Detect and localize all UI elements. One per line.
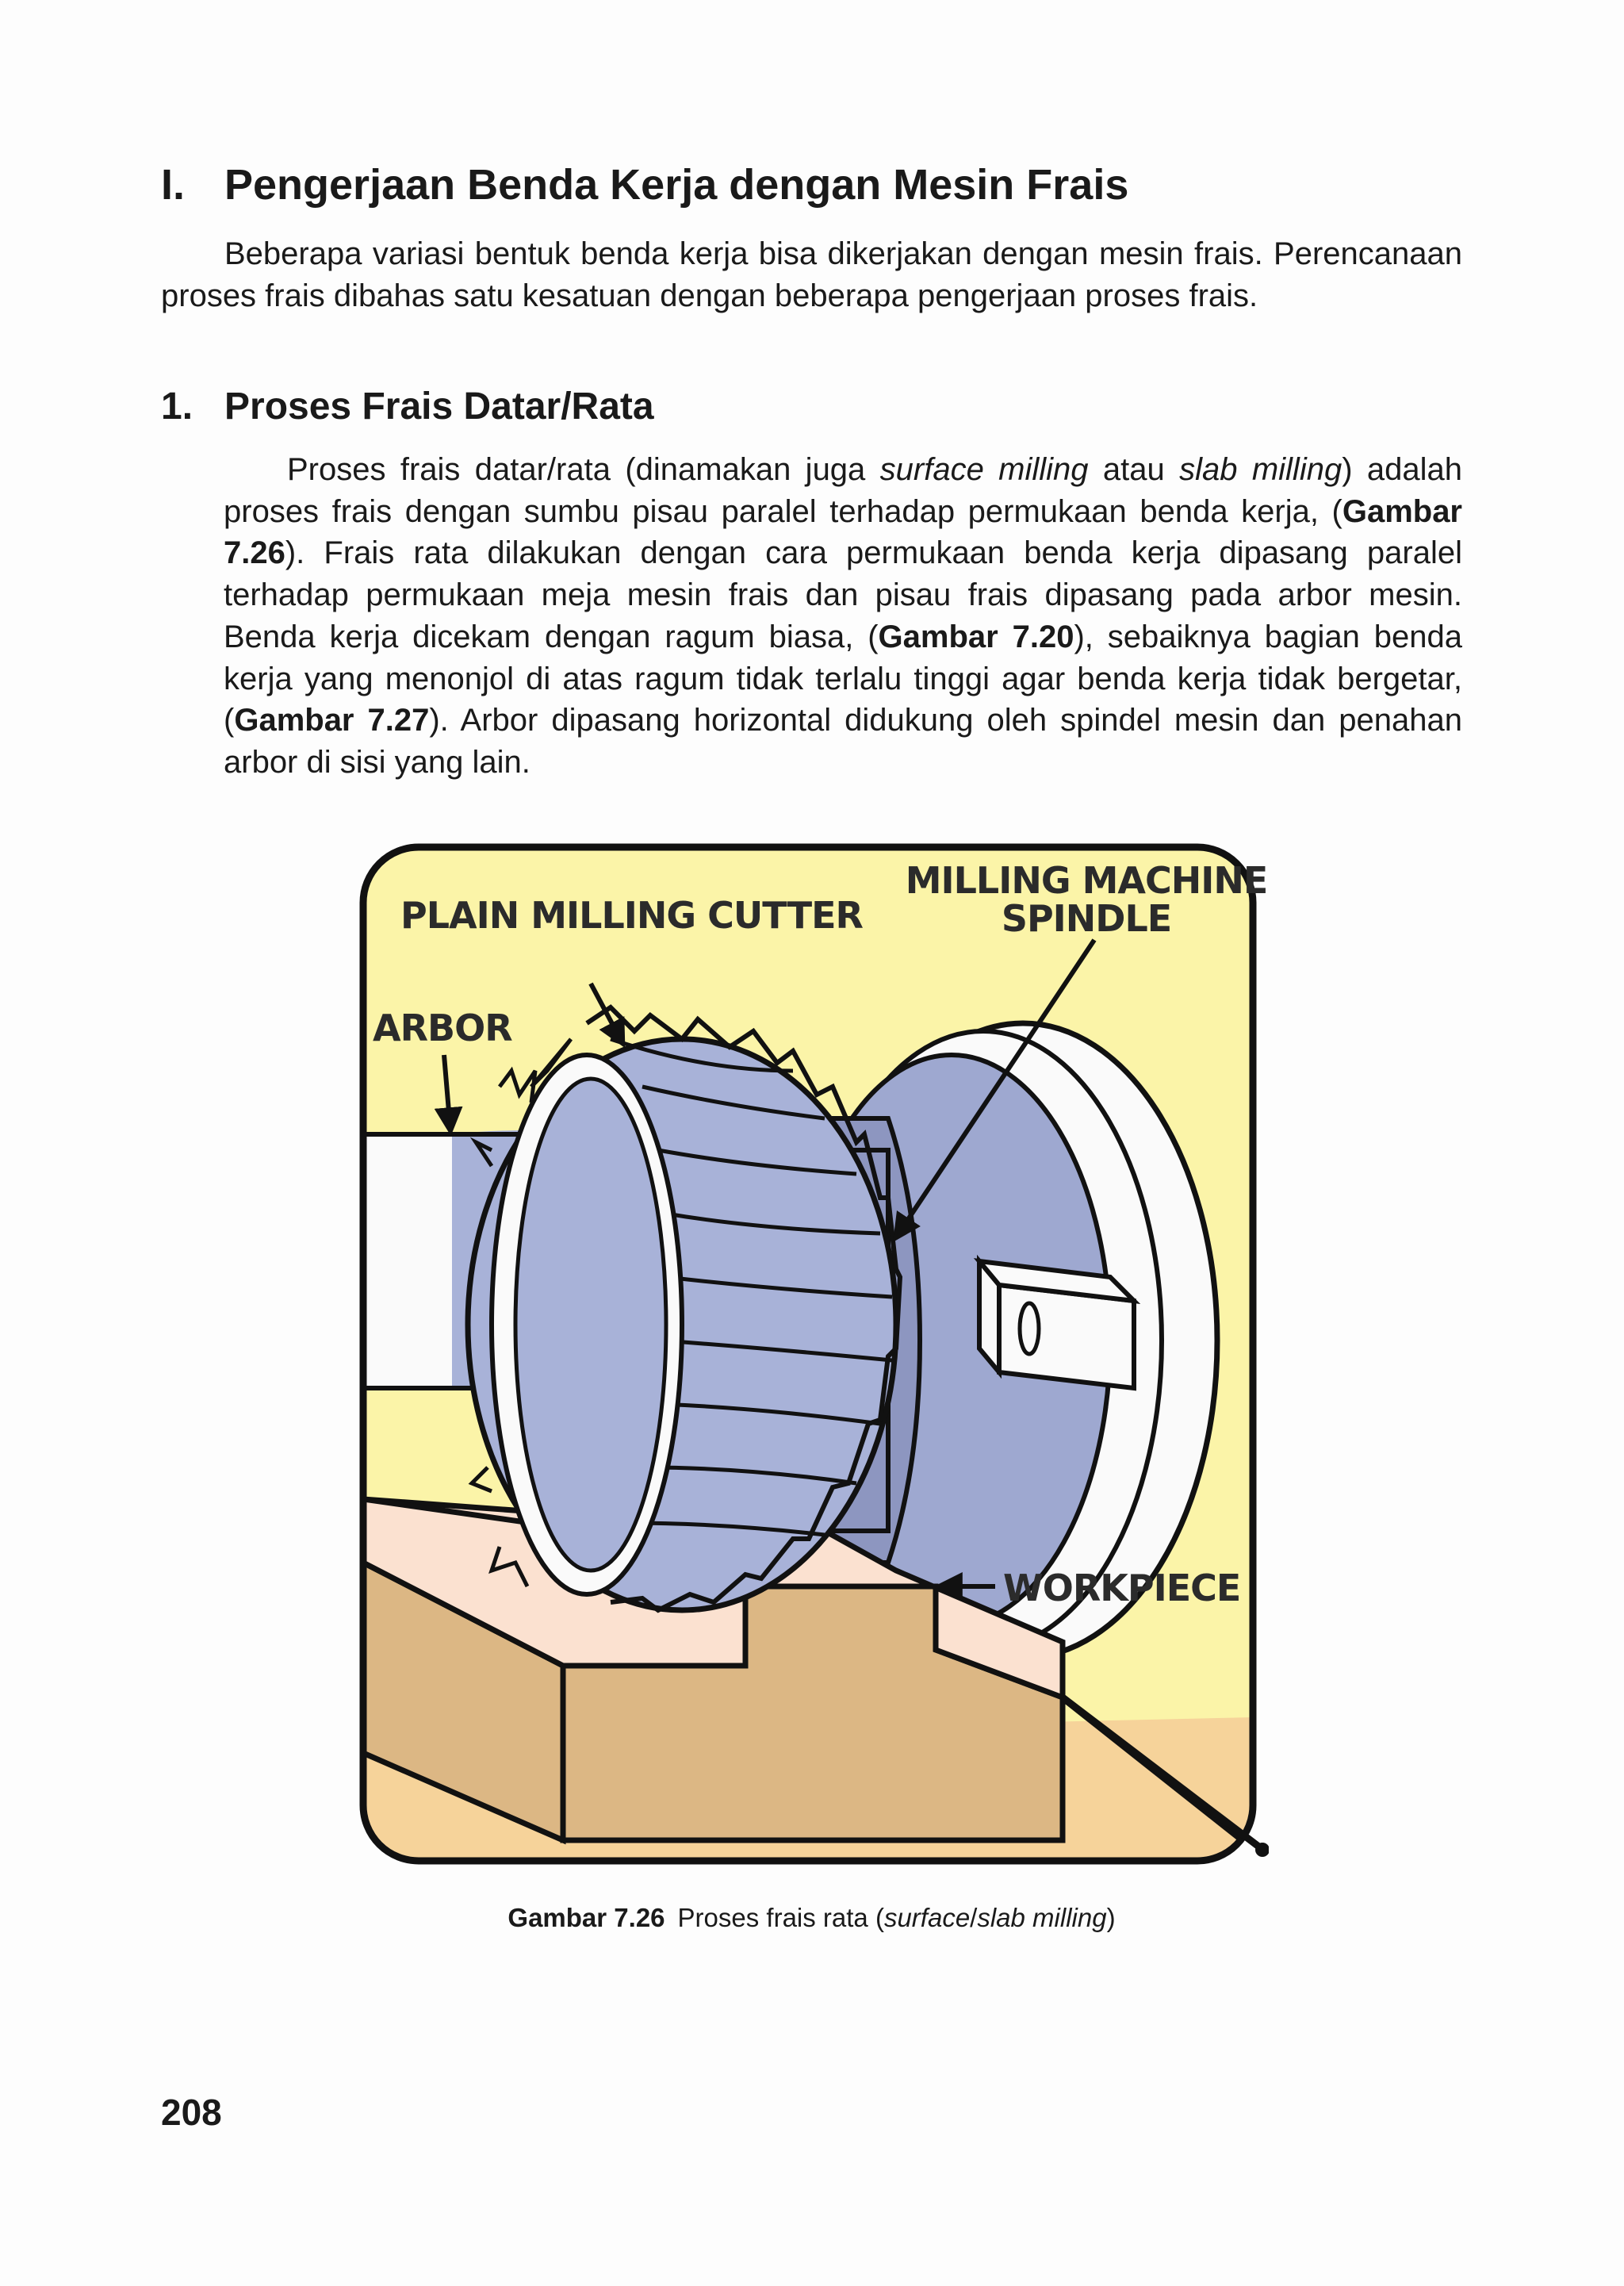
table-edge-dot <box>1255 1843 1269 1857</box>
drive-key <box>973 1254 1141 1391</box>
caption-text: Proses frais rata ( <box>677 1903 884 1932</box>
caption-text: / <box>970 1903 978 1932</box>
section-heading: I. Pengerjaan Benda Kerja dengan Mesin Fr… <box>161 155 1461 214</box>
label-plain-milling-cutter: PLAIN MILLING CUTTER <box>400 894 863 937</box>
caption-term: surface <box>883 1903 971 1932</box>
figure-caption: Gambar 7.26 Proses frais rata (surface/sl… <box>161 1901 1462 1935</box>
plain-milling-cutter <box>465 1004 903 1613</box>
page-number: 208 <box>161 2092 222 2133</box>
section-title: Pengerjaan Benda Kerja dengan Mesin Frai… <box>224 161 1129 209</box>
label-spindle-line2: SPINDLE <box>1002 897 1171 940</box>
term-surface-milling: surface milling <box>879 452 1089 487</box>
figure-milling-illustration: PLAIN MILLING CUTTER ARBOR MILLING MACHI… <box>349 833 1269 1880</box>
subsection-number: 1. <box>161 385 193 428</box>
body-paragraph: Proses frais datar/rata (dinamakan juga … <box>224 449 1462 784</box>
subsection-title: Proses Frais Datar/Rata <box>224 385 654 428</box>
paragraph-text: ), sebaiknya bagian benda kerja yang men… <box>224 619 1463 738</box>
milling-illustration: PLAIN MILLING CUTTER ARBOR MILLING MACHI… <box>359 843 1269 1865</box>
figure-frame <box>359 843 1257 1865</box>
paragraph-text: atau <box>1088 452 1180 487</box>
paragraph-text: Proses frais datar/rata (dinamakan juga <box>287 452 880 487</box>
term-slab-milling: slab milling <box>1179 452 1342 487</box>
paragraph-text: ). Arbor dipasang horizontal didukung ol… <box>224 703 1462 780</box>
label-spindle-line1: MILLING MACHINE <box>906 859 1268 902</box>
intro-paragraph: Beberapa variasi bentuk benda kerja bisa… <box>161 236 1462 313</box>
caption-label: Gambar 7.26 <box>508 1903 665 1932</box>
caption-text: ) <box>1106 1903 1116 1932</box>
paragraph-text: ) adalah proses frais dengan sumbu pisau… <box>224 452 1462 529</box>
figure-reference: Gambar 7.20 <box>878 619 1074 654</box>
spindle-arrow <box>893 938 1097 1242</box>
subsection-heading: 1. Proses Frais Datar/Rata <box>161 381 1461 433</box>
label-arbor: ARBOR <box>373 1007 512 1049</box>
cutter-arrow <box>588 982 626 1049</box>
figure-reference: Gambar 7.27 <box>234 703 430 738</box>
arbor-arrow <box>434 1054 463 1137</box>
label-workpiece: WORKPIECE <box>1003 1567 1240 1609</box>
figure-reference: Gambar 7.26 <box>224 493 1462 571</box>
caption-term: slab milling <box>977 1903 1107 1932</box>
section-number: I. <box>161 161 186 209</box>
table-edge-line <box>1060 1694 1263 1851</box>
paragraph-text: ). Frais rata dilakukan dengan cara perm… <box>224 535 1462 654</box>
